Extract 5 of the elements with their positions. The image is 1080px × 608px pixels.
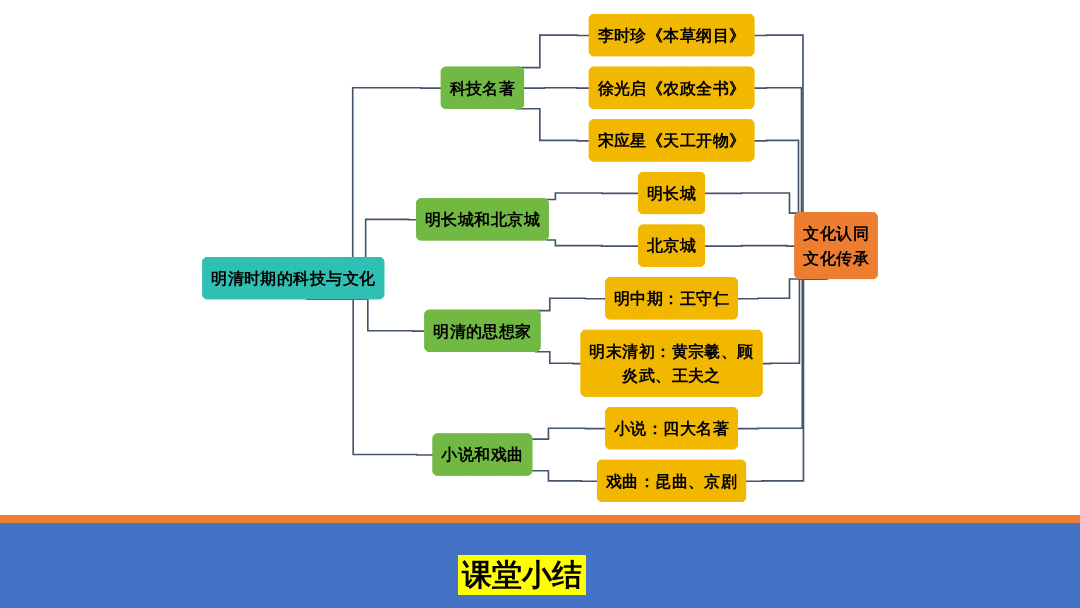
connector	[523, 86, 591, 89]
connector	[545, 239, 640, 247]
connector	[531, 469, 599, 483]
connector	[545, 192, 640, 201]
title: 课堂小结	[458, 555, 586, 595]
